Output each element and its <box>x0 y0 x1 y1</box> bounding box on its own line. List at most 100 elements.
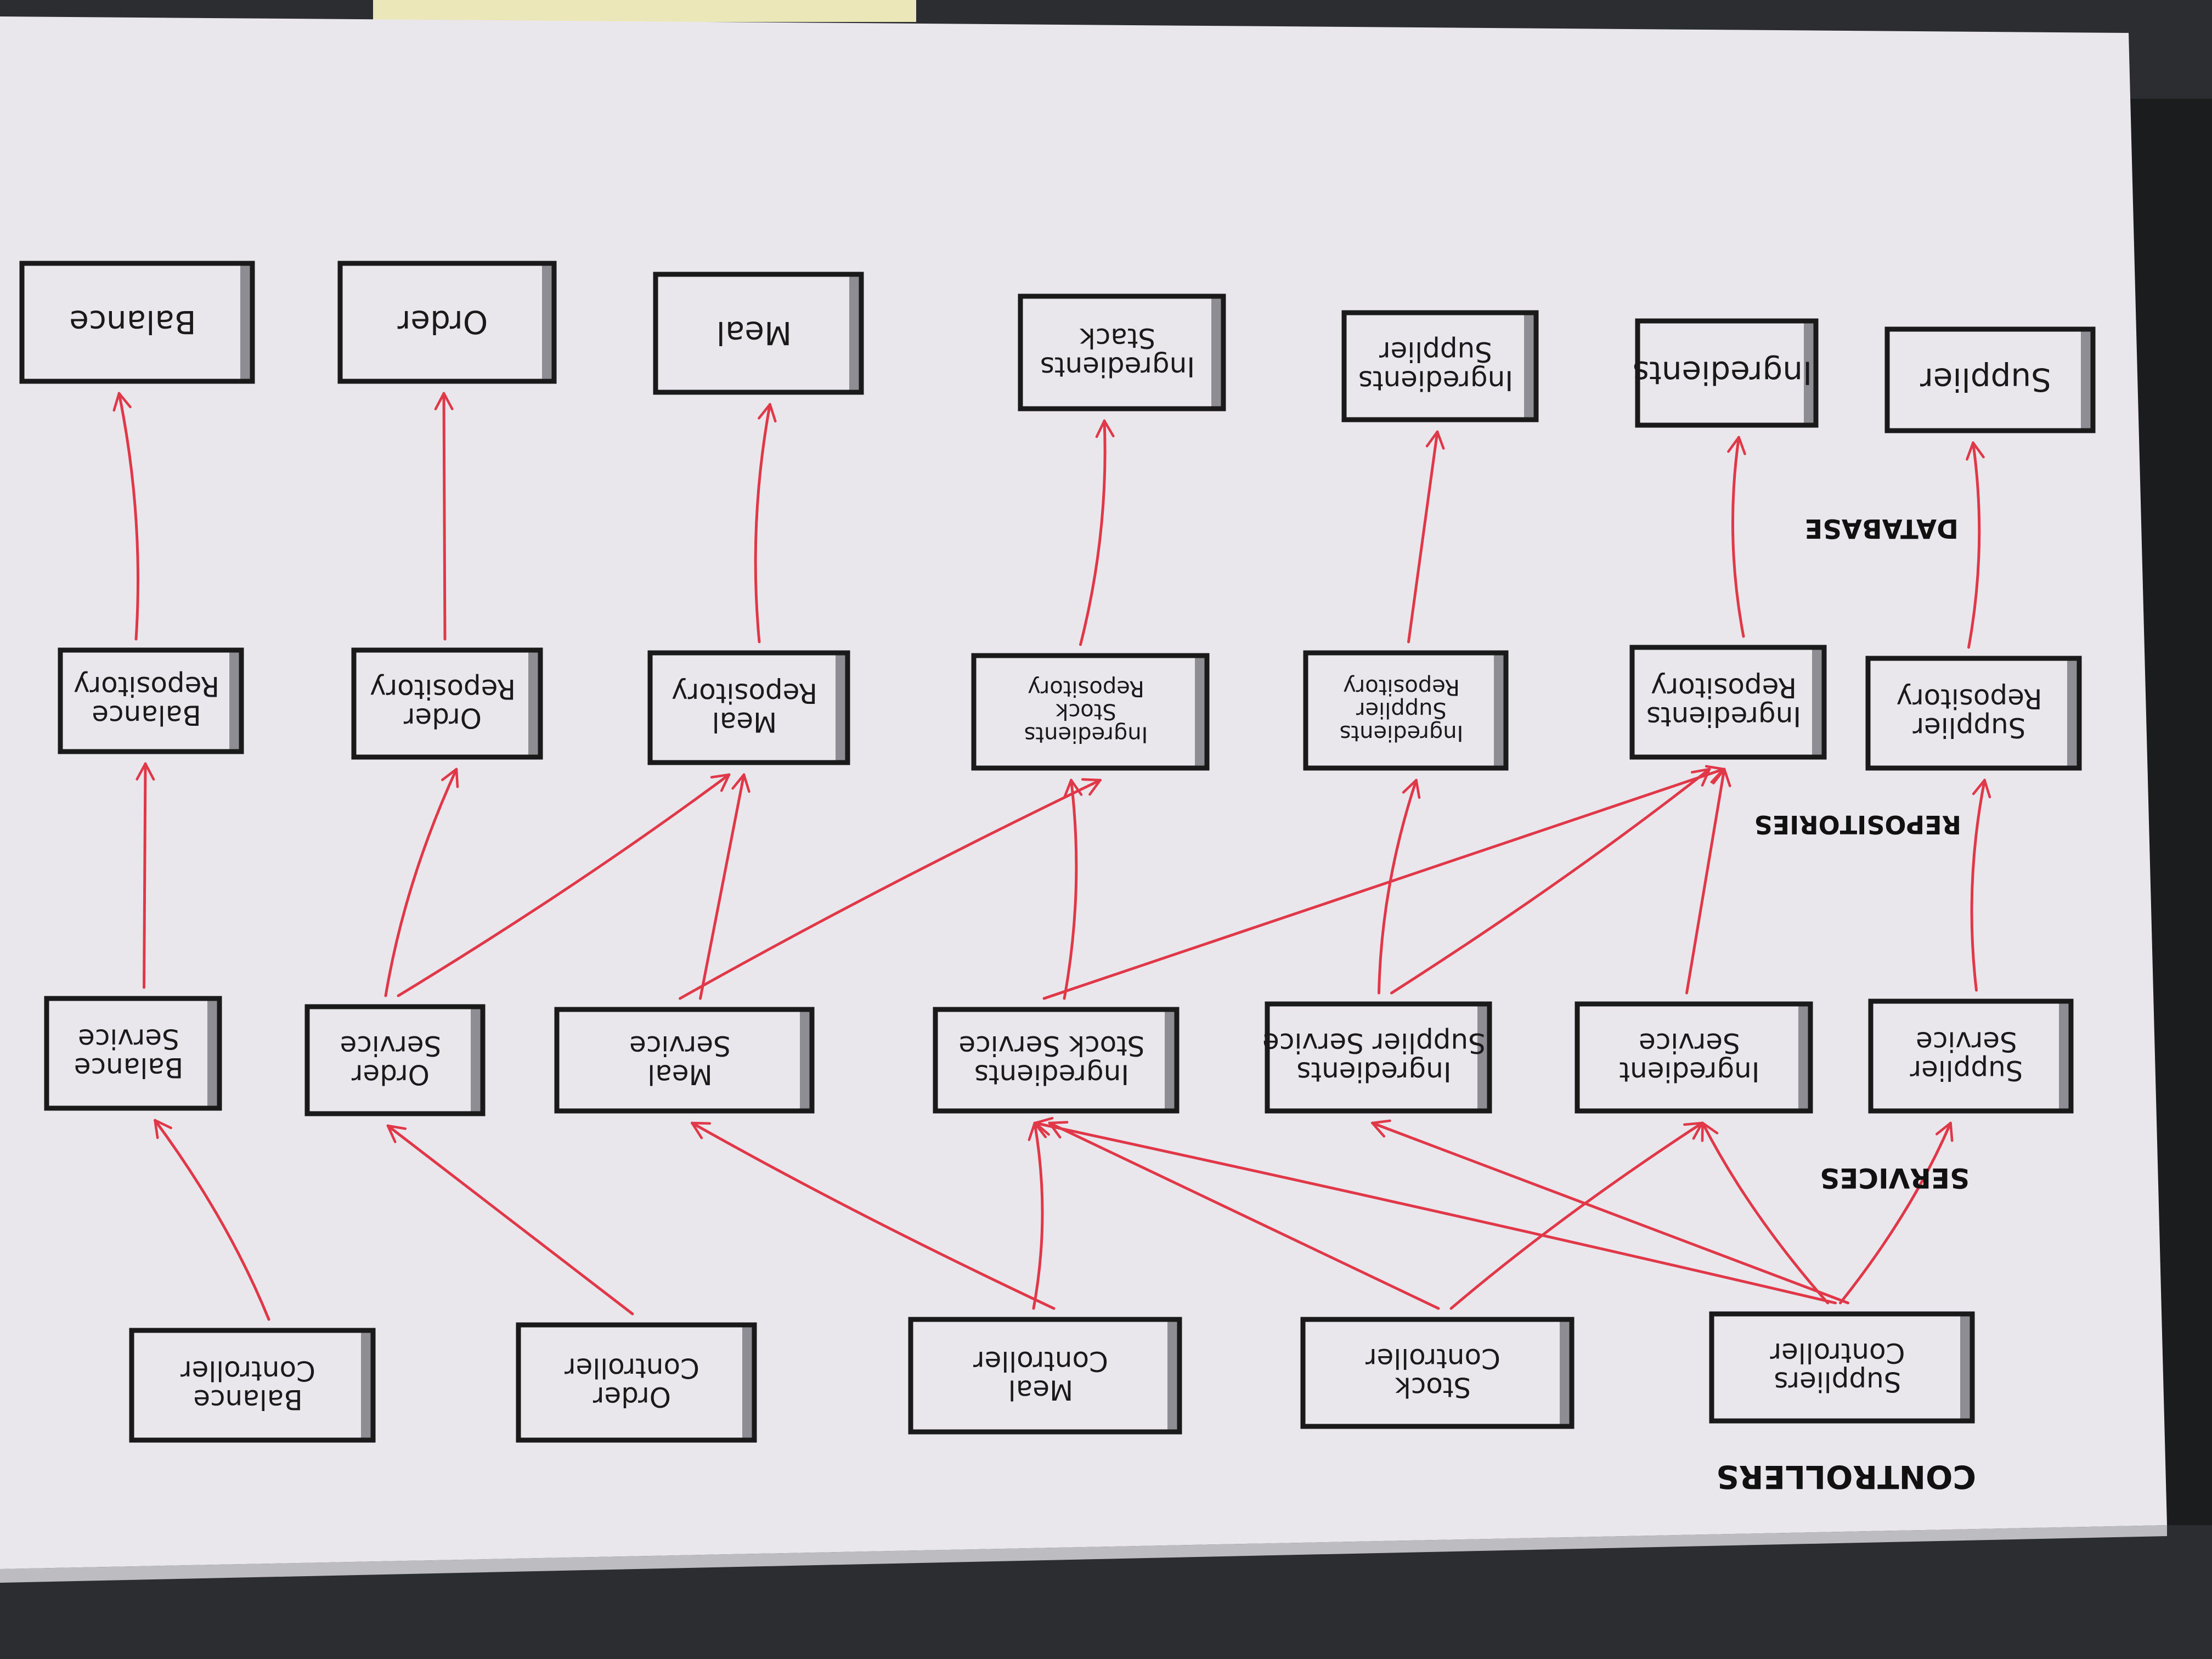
layer-label-services: SERVICES <box>1820 1162 1970 1194</box>
box-label: Supplier <box>1920 361 2051 398</box>
box-label: Service <box>1639 1027 1740 1059</box>
edge-balance-repository-to-balance-table <box>112 392 139 641</box>
box-label: Ingredients <box>1340 720 1464 746</box>
edge-balance-service-to-balance-repository <box>136 762 155 989</box>
box-label: Supplier <box>1379 336 1492 368</box>
layer-labels: CONTROLLERS SERVICES REPOSITORIES DATABA… <box>1716 513 1976 1496</box>
box-outline <box>1575 1001 1813 1114</box>
ingredients-table-box: Ingredients <box>1633 318 1819 428</box>
box-label: Ingredients <box>1024 722 1148 747</box>
box-label: Suppliers <box>1774 1365 1901 1397</box>
box-label: Controller <box>565 1352 699 1384</box>
box-label: Supplier <box>1356 697 1447 723</box>
edge-order-service-to-meal-repository <box>397 773 731 997</box>
balance-table-box: Balance <box>19 261 255 384</box>
box-outline <box>19 261 255 384</box>
box-outline <box>971 653 1210 771</box>
edges-layer <box>112 392 1991 1321</box>
box-label: Ingredients <box>1633 354 1812 392</box>
paper-shadow-strip <box>0 1525 2167 1583</box>
box-label: Controller <box>1365 1342 1500 1374</box>
box-label: Stock Service <box>958 1030 1144 1062</box>
box-label: Supplier Service <box>1262 1027 1486 1059</box>
edge-meal-controller-to-meal-service <box>691 1121 1056 1310</box>
edge-ingredients-supplier-service-to-ingredients-supplier-repository <box>1378 778 1421 995</box>
box-label: Service <box>629 1030 731 1062</box>
box-outline <box>933 1007 1180 1114</box>
box-label: Stack <box>1080 322 1155 354</box>
box-label: Meal <box>712 706 777 738</box>
edge-stock-controller-to-ingredients-stock-service <box>1048 1121 1440 1310</box>
box-label: Order <box>404 702 482 733</box>
box-label: Ingredients <box>1296 1056 1451 1087</box>
edge-stock-controller-to-ingredient-service <box>1449 1121 1703 1310</box>
edge-order-controller-to-order-service <box>386 1124 634 1316</box>
box-outline <box>653 272 864 395</box>
box-label: Order <box>352 1058 430 1090</box>
box-label: Meal <box>1008 1374 1073 1406</box>
box-label: Order <box>593 1381 672 1413</box>
edge-ingredients-stock-service-to-ingredients-stock-repository <box>1063 778 1083 1000</box>
sticky-note <box>373 0 916 22</box>
edge-ingredients-supplier-service-to-ingredients-repository <box>1390 768 1711 995</box>
edge-order-repository-to-order-table <box>434 392 454 641</box>
box-label: Supplier <box>1910 1054 2023 1086</box>
box-label: Balance <box>193 1384 302 1415</box>
box-label: Balance <box>69 303 196 341</box>
box-outline <box>351 647 543 760</box>
box-outline <box>1300 1317 1575 1429</box>
box-label: Stock <box>1395 1371 1471 1403</box>
box-outline <box>58 647 244 754</box>
layer-label-controllers: CONTROLLERS <box>1716 1458 1976 1496</box>
box-label: Controller <box>180 1355 315 1386</box>
edge-ingredients-supplier-repository-to-ingredients-supplier-table <box>1407 430 1445 644</box>
box-label: Service <box>340 1030 442 1062</box>
box-outline <box>304 1004 486 1116</box>
meal-table-box: Meal <box>653 272 864 395</box>
box-outline <box>1884 326 2096 433</box>
supplier-table-box: Supplier <box>1884 326 2096 433</box>
box-label: Order <box>397 303 488 341</box>
edge-meal-service-to-meal-repository <box>699 773 751 1000</box>
box-label: Ingredient <box>1619 1056 1759 1087</box>
box-label: Supplier <box>1912 712 2025 743</box>
edge-meal-controller-to-ingredients-stock-service <box>1028 1121 1047 1310</box>
box-label: Stock <box>1055 699 1116 724</box>
box-outline <box>554 1007 815 1114</box>
box-outline <box>337 261 557 384</box>
edge-ingredients-stock-repository-to-ingredients-stock-table <box>1079 419 1115 646</box>
box-outline <box>647 650 850 765</box>
edge-balance-controller-to-balance-service <box>154 1119 270 1321</box>
box-label: Controller <box>973 1345 1108 1377</box>
box-label: Ingredients <box>1040 351 1195 382</box>
layer-label-database: DATABASE <box>1804 513 1959 544</box>
box-outline <box>1635 318 1819 428</box>
box-label: Service <box>78 1023 179 1054</box>
box-label: Repository <box>74 670 219 702</box>
box-label: Ingredients <box>974 1058 1129 1090</box>
edge-order-service-to-order-repository <box>384 768 459 997</box>
box-outline <box>908 1317 1182 1435</box>
box-outline <box>1629 645 1827 760</box>
edge-suppliers-controller-to-ingredients-stock-service <box>1034 1116 1837 1305</box>
edge-ingredient-service-to-ingredients-repository <box>1685 768 1731 995</box>
box-outline <box>1265 1001 1492 1114</box>
box-outline <box>129 1328 376 1443</box>
box-label: Balance <box>92 699 201 731</box>
